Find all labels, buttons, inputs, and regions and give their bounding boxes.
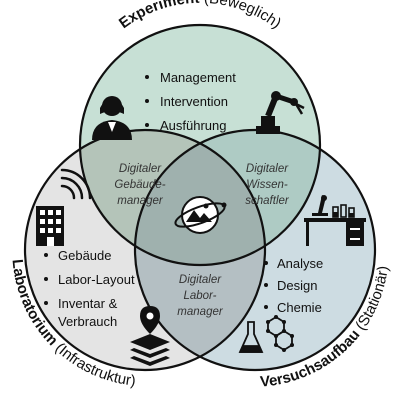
laboratorium-list: Gebäude Labor-Layout Inventar & Verbrauc… — [44, 248, 135, 329]
list-item: Design — [277, 278, 317, 293]
svg-text:Labor-: Labor- — [183, 290, 216, 302]
flask-molecule-icon — [238, 315, 294, 353]
lab-bench-icon — [304, 195, 366, 246]
list-item: Inventar & — [58, 296, 118, 311]
list-item: Gebäude — [58, 248, 112, 263]
svg-text:Digitaler: Digitaler — [246, 163, 289, 175]
svg-text:Digitaler: Digitaler — [179, 274, 222, 286]
list-item: Chemie — [277, 300, 322, 315]
overlap-label-wissen: Digitaler Wissen- schaftler — [245, 163, 290, 207]
person-icon — [92, 96, 132, 140]
outline-versuchsaufbau — [133, 128, 377, 372]
building-wifi-icon — [36, 168, 92, 246]
svg-text:Wissen-: Wissen- — [246, 179, 288, 191]
experiment-list: Management Intervention Ausführung — [145, 70, 236, 133]
outline-experiment — [78, 23, 322, 267]
overlap-label-gebaeude: Digitaler Gebäude- manager — [114, 163, 165, 207]
svg-text:manager: manager — [177, 306, 224, 318]
list-item: Analyse — [277, 256, 323, 271]
svg-text:schaftler: schaftler — [245, 195, 290, 207]
list-item: Ausführung — [160, 118, 227, 133]
overlap-center — [135, 130, 265, 265]
robot-arm-icon — [256, 91, 305, 134]
versuchsaufbau-list: Analyse Design Chemie — [264, 256, 323, 315]
svg-text:Digitaler: Digitaler — [119, 163, 162, 175]
list-item: Labor-Layout — [58, 272, 135, 287]
svg-text:manager: manager — [117, 195, 164, 207]
overlap-label-labor: Digitaler Labor- manager — [177, 274, 224, 318]
location-layers-icon — [130, 306, 170, 366]
svg-text:Gebäude-: Gebäude- — [114, 179, 165, 191]
list-item: Verbrauch — [58, 314, 117, 329]
outline-laboratorium — [23, 128, 267, 372]
list-item: Intervention — [160, 94, 228, 109]
digital-twin-globe-icon — [174, 196, 227, 234]
list-item: Management — [160, 70, 236, 85]
